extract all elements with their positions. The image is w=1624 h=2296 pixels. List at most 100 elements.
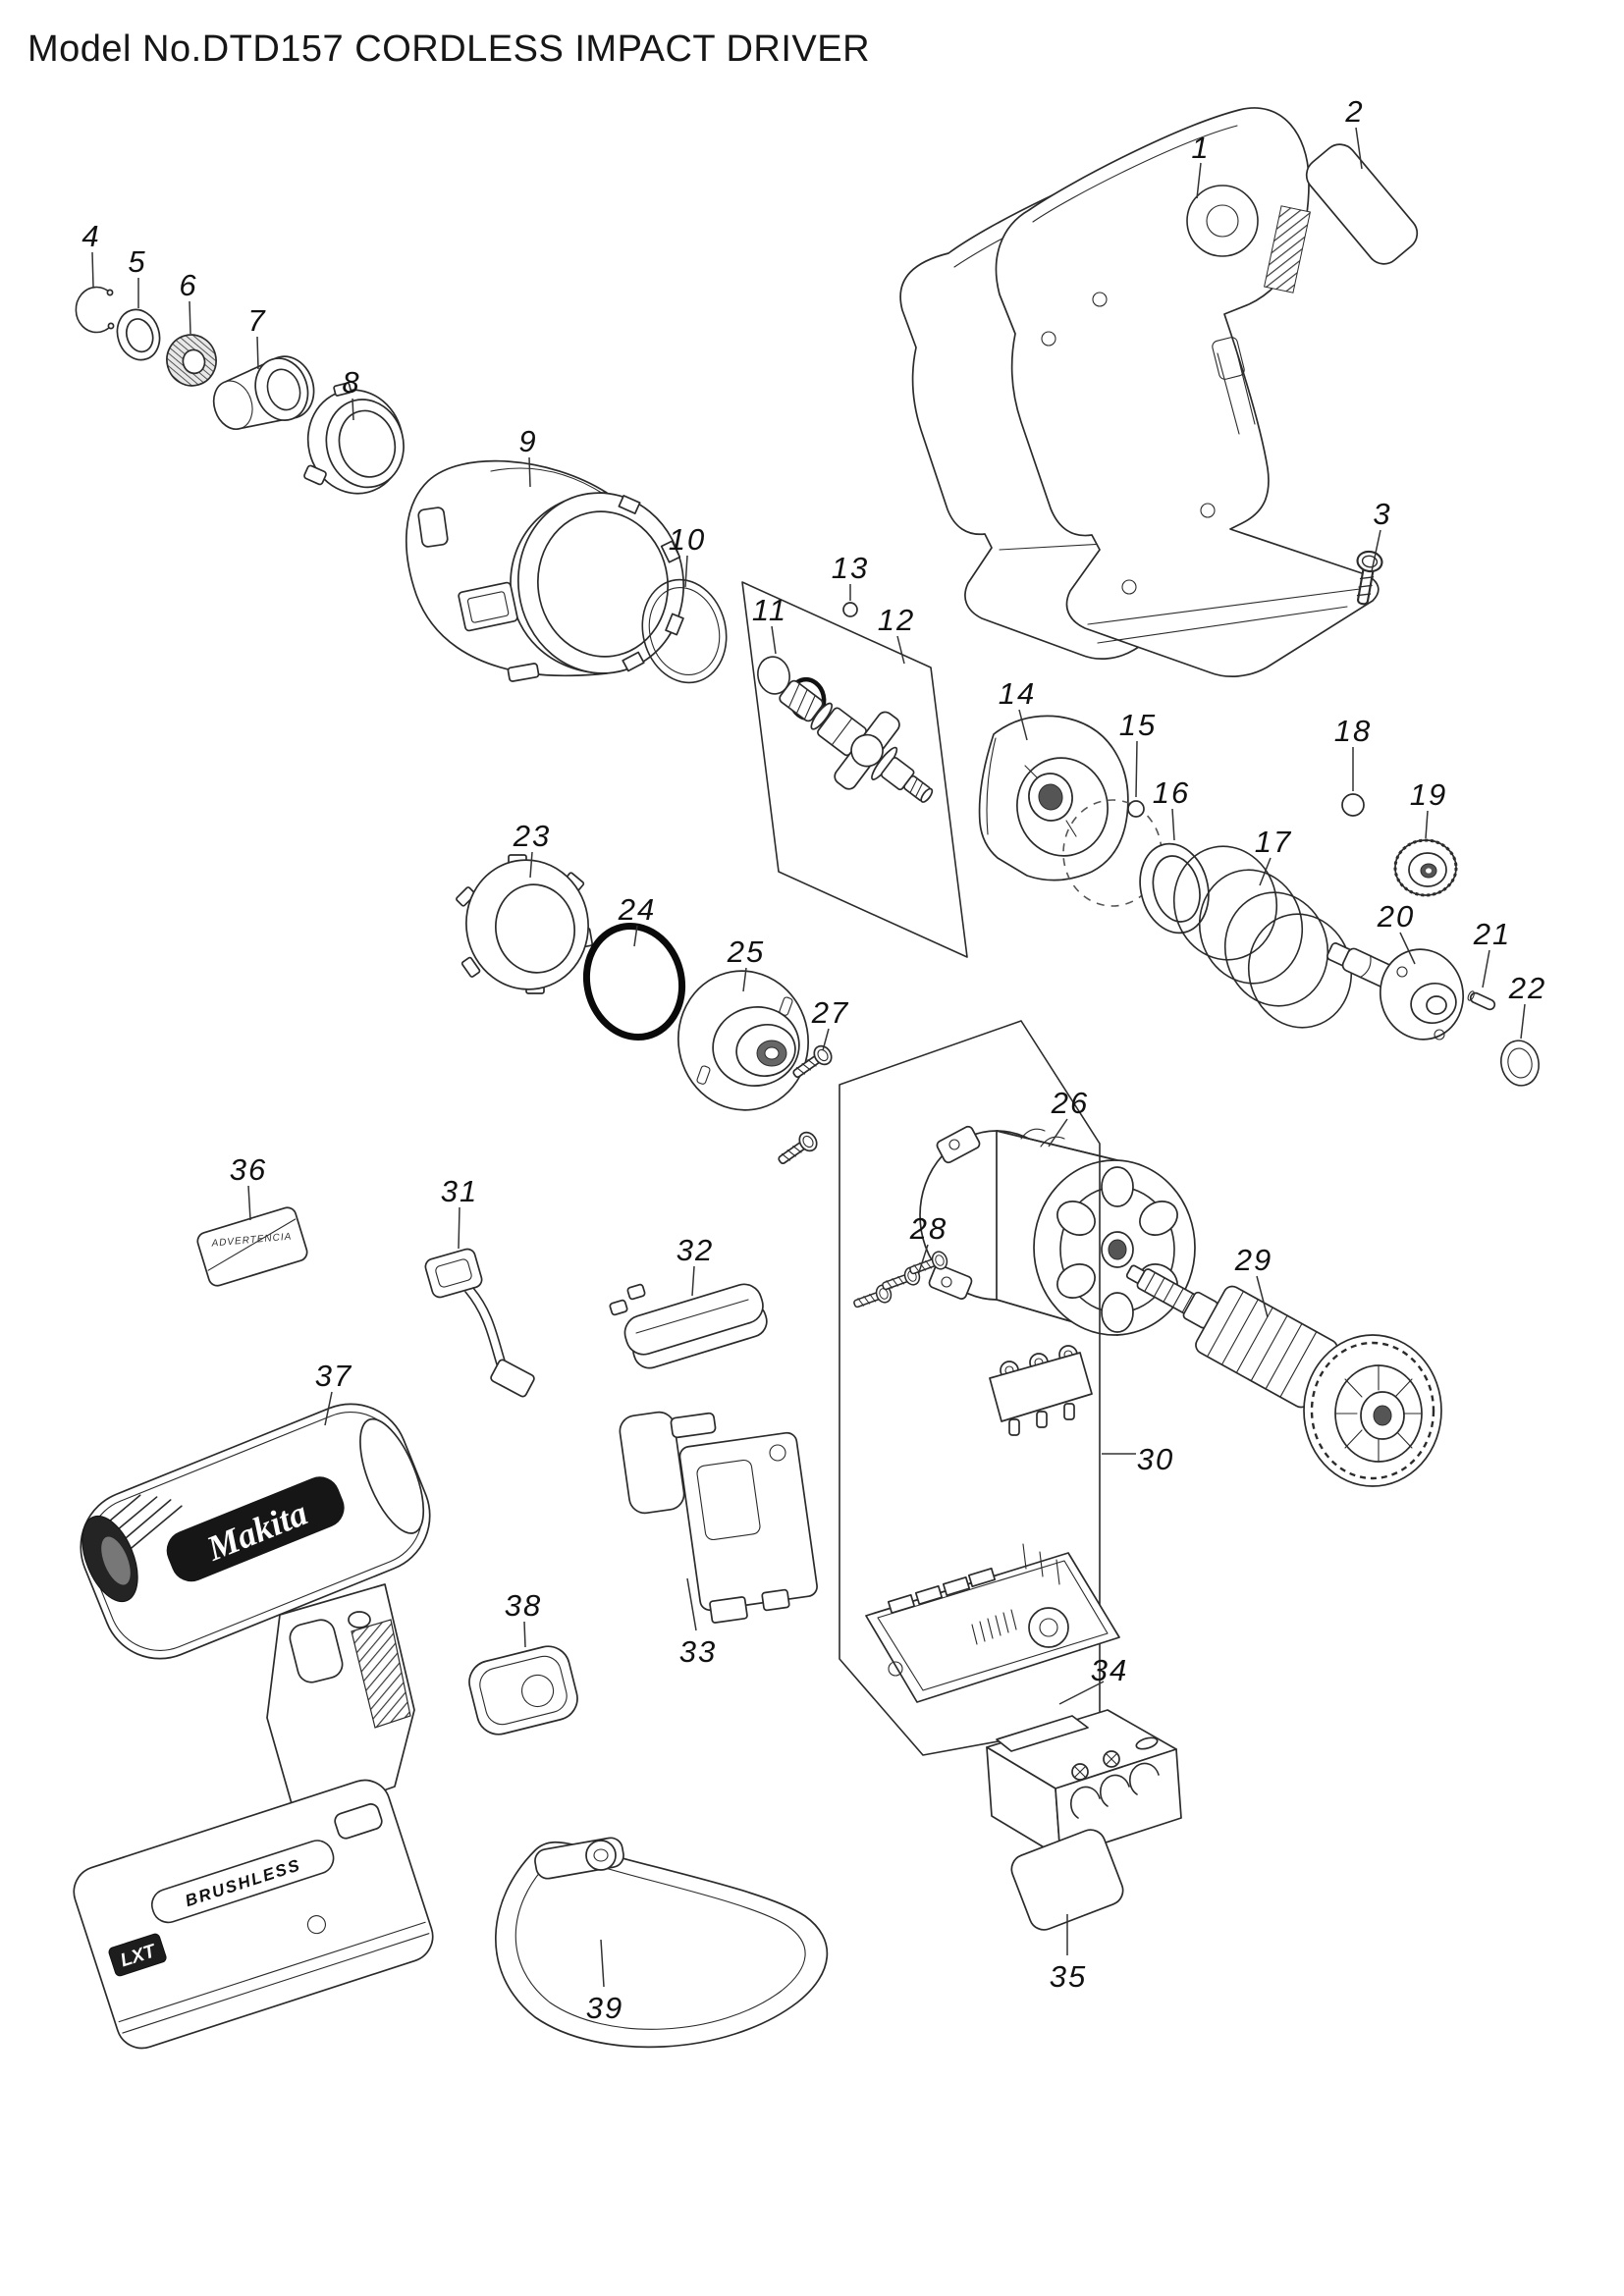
part-29-rotor [1125, 1264, 1442, 1487]
part-21-leader [1482, 949, 1490, 988]
part-20-label: 20 [1377, 899, 1415, 934]
part-4-label: 4 [81, 219, 100, 253]
part-10-leader [684, 555, 688, 588]
part-31-leader [458, 1206, 460, 1250]
part-6-label: 6 [179, 268, 197, 302]
part-39-strap [495, 1837, 829, 2049]
part-26-leader [1048, 1118, 1068, 1148]
part-38-label: 38 [505, 1588, 542, 1623]
part-24-leader [633, 925, 638, 947]
part-16-label: 16 [1153, 775, 1190, 810]
part-15-label: 15 [1119, 708, 1157, 742]
part-16-leader [1171, 808, 1175, 841]
part-37-leader [324, 1391, 333, 1426]
part-9-label: 9 [518, 424, 537, 458]
part-23-label: 23 [513, 819, 551, 853]
part-33-leader [686, 1577, 697, 1631]
part-12-label: 12 [878, 603, 915, 637]
part-38-leader [523, 1621, 526, 1648]
part-38-seal-cap [468, 1645, 578, 1735]
part-32-leader [691, 1265, 695, 1297]
part-21-pin [1467, 990, 1496, 1011]
part-10-label: 10 [669, 522, 706, 557]
part-20-leader [1399, 932, 1416, 965]
part-30-controller-assembly [839, 1020, 1120, 1756]
part-14-hammer [978, 715, 1129, 881]
part-1-leader [1196, 162, 1202, 199]
part-30-label: 30 [1137, 1442, 1174, 1476]
part-6-coil-ring [166, 334, 217, 387]
part-8-leader [352, 398, 354, 421]
part-7-sleeve [212, 355, 315, 430]
part-6-leader [189, 300, 191, 335]
part-27-leader [822, 1028, 830, 1051]
part-17-leader [1259, 857, 1272, 886]
part-22-label: 22 [1508, 971, 1546, 1005]
part-39-label: 39 [586, 1991, 623, 2025]
part-22-ring [1500, 1040, 1540, 1087]
part-19-label: 19 [1410, 777, 1447, 812]
diagram-title: Model No.DTD157 CORDLESS IMPACT DRIVER [27, 28, 870, 70]
part-2-label: 2 [1344, 94, 1364, 129]
part-36-caution-label: ADVERTENCIA [196, 1206, 308, 1287]
part-21-label: 21 [1473, 917, 1511, 951]
part-10-o-ring [641, 578, 728, 684]
part-28-leader [918, 1244, 929, 1273]
part-14-leader [1018, 709, 1028, 741]
part-20-spindle [1326, 942, 1465, 1041]
part-34-label: 34 [1091, 1653, 1128, 1687]
part-25-leader [742, 967, 747, 992]
part-18-label: 18 [1334, 714, 1372, 748]
part-29-label: 29 [1234, 1243, 1272, 1277]
part-3-leader [1371, 529, 1381, 572]
part-37-housing-assembly: Makita BRUSHLESS LXT [73, 1403, 434, 2050]
part-29-leader [1256, 1275, 1269, 1318]
part-13-label: 13 [832, 551, 869, 585]
part-5-flat-ring [116, 308, 161, 361]
part-27-label: 27 [811, 995, 849, 1030]
part-35-label: 35 [1050, 1959, 1087, 1994]
part-2-leader [1355, 127, 1363, 170]
part-19-bearing [1393, 838, 1458, 897]
part-7-label: 7 [247, 303, 266, 338]
part-1-housing-halves [899, 107, 1380, 677]
part-23-leader [529, 851, 533, 879]
part-19-leader [1425, 810, 1429, 839]
part-14-label: 14 [999, 676, 1036, 711]
part-9-bumper [405, 459, 685, 682]
part-7-leader [256, 336, 259, 370]
part-11-leader [771, 625, 777, 655]
part-9-leader [528, 456, 531, 488]
part-32-label: 32 [677, 1233, 714, 1267]
part-25-label: 25 [727, 934, 765, 969]
part-36-label: 36 [230, 1152, 267, 1187]
part-18-steel-ball [1341, 793, 1365, 817]
part-8-ring-guide [303, 382, 405, 495]
part-1-label: 1 [1191, 131, 1210, 165]
part-2-blank-label [1305, 143, 1419, 265]
part-26-stator [919, 1125, 1196, 1336]
part-13-steel-ball [842, 602, 858, 617]
part-33-label: 33 [679, 1634, 717, 1669]
part-4-leader [91, 251, 94, 288]
part-24-label: 24 [618, 892, 656, 927]
part-35-sticker [1010, 1829, 1124, 1931]
part-24-o-ring-black [582, 922, 686, 1041]
part-26-label: 26 [1051, 1086, 1089, 1120]
part-36-leader [247, 1185, 251, 1221]
part-37-label: 37 [315, 1359, 352, 1393]
part-8-label: 8 [342, 365, 360, 400]
part-23-cage-ring [456, 854, 594, 994]
part-34-terminal-block [986, 1709, 1182, 1858]
part-12-anvil-assembly [741, 581, 968, 958]
part-12-leader [896, 635, 905, 665]
part-3-label: 3 [1373, 497, 1391, 531]
part-17-label: 17 [1255, 825, 1292, 859]
part-31-label: 31 [441, 1174, 478, 1208]
part-31-led-circuit [424, 1248, 535, 1398]
part-22-leader [1520, 1003, 1526, 1040]
part-34-leader [1058, 1681, 1105, 1705]
part-11-label: 11 [752, 593, 787, 627]
